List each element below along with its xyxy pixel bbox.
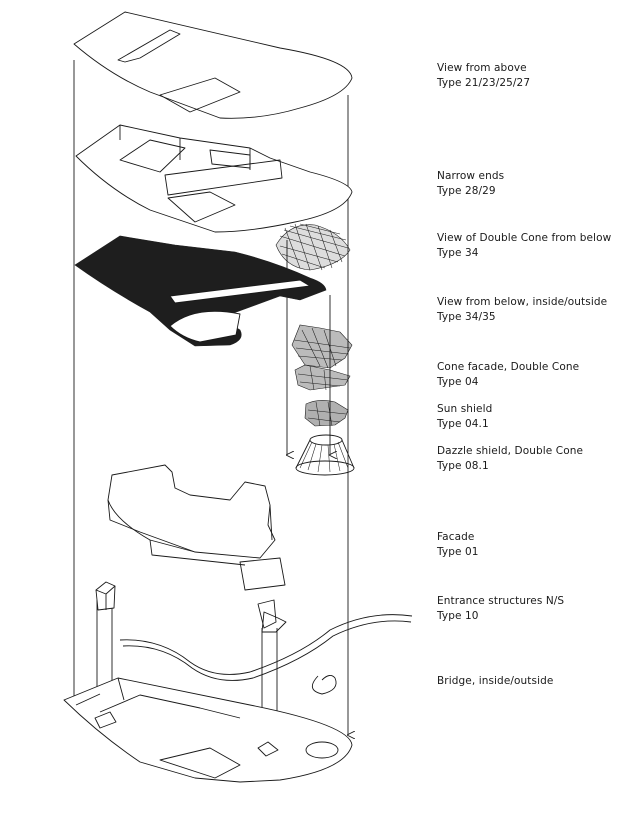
double-cone-from-below bbox=[275, 223, 351, 271]
component-name: Cone facade, Double Cone bbox=[437, 361, 580, 373]
component-name: Entrance structures N/S bbox=[437, 595, 565, 607]
entrance-structure-north bbox=[95, 581, 116, 611]
component-name: Dazzle shield, Double Cone bbox=[437, 445, 584, 457]
label-bridge: Bridge, inside/outside bbox=[437, 674, 553, 689]
label-cone-facade: Cone facade, Double Cone Type 04 bbox=[437, 360, 579, 390]
component-type: Type 04 bbox=[437, 376, 479, 388]
component-type: Type 34 bbox=[437, 247, 479, 259]
component-type: Type 01 bbox=[437, 546, 479, 558]
component-type: Type 10 bbox=[437, 610, 479, 622]
component-type: Type 04.1 bbox=[437, 418, 489, 430]
facade-structure bbox=[107, 464, 286, 591]
base-floor-plan bbox=[63, 677, 353, 783]
label-narrow-ends: Narrow ends Type 28/29 bbox=[437, 169, 504, 199]
underside-view-from-below bbox=[74, 235, 327, 347]
component-name: Narrow ends bbox=[437, 170, 505, 182]
label-double-cone-from-below: View of Double Cone from below Type 34 bbox=[437, 231, 611, 261]
component-type: Type 08.1 bbox=[437, 460, 489, 472]
component-name: View from above bbox=[437, 62, 527, 74]
component-type: Type 21/23/25/27 bbox=[437, 77, 531, 89]
component-name: Bridge, inside/outside bbox=[437, 675, 554, 687]
sun-shield bbox=[304, 400, 349, 427]
label-facade: Facade Type 01 bbox=[437, 530, 479, 560]
narrow-ends-structure bbox=[75, 124, 353, 233]
dazzle-shield bbox=[295, 434, 355, 476]
component-name: View of Double Cone from below bbox=[437, 232, 612, 244]
component-name: Facade bbox=[437, 531, 475, 543]
component-type: Type 34/35 bbox=[437, 311, 496, 323]
label-view-from-above: View from above Type 21/23/25/27 bbox=[437, 61, 530, 91]
cone-facade bbox=[291, 324, 353, 391]
component-type: Type 28/29 bbox=[437, 185, 496, 197]
bridge-inside-outside bbox=[119, 614, 413, 695]
label-dazzle-shield: Dazzle shield, Double Cone Type 08.1 bbox=[437, 444, 583, 474]
label-sun-shield: Sun shield Type 04.1 bbox=[437, 402, 492, 432]
roof-view-from-above bbox=[73, 11, 353, 119]
label-view-from-below: View from below, inside/outside Type 34/… bbox=[437, 295, 607, 325]
component-name: Sun shield bbox=[437, 403, 493, 415]
entrance-structure-south bbox=[257, 599, 287, 633]
label-entrance-structures: Entrance structures N/S Type 10 bbox=[437, 594, 564, 624]
component-name: View from below, inside/outside bbox=[437, 296, 608, 308]
